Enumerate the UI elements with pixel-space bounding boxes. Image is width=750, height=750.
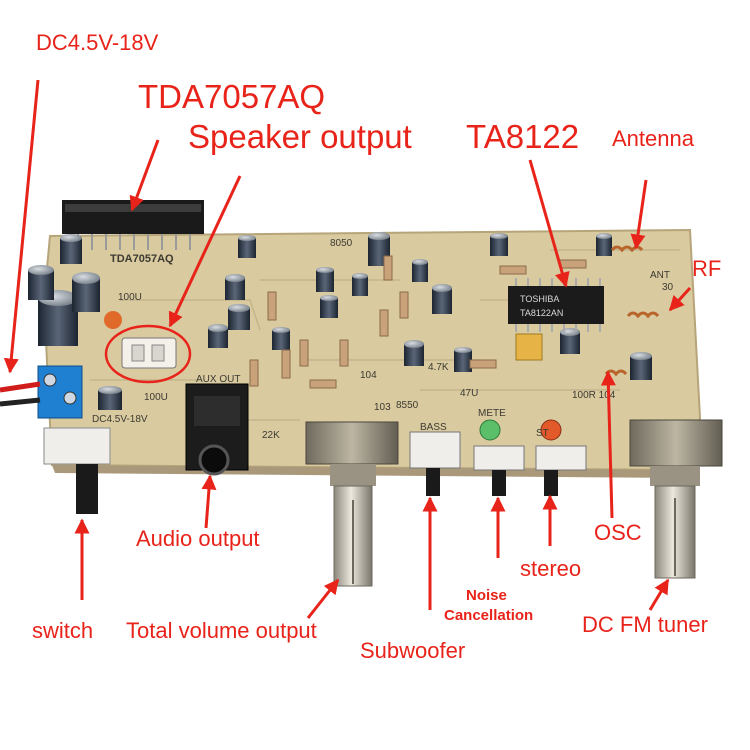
silk-100r: 100R 104 (572, 390, 616, 401)
label-stereo: stereo (520, 556, 582, 581)
tuner-pot (629, 419, 723, 579)
label-power: DC4.5V-18V (36, 30, 159, 55)
silk-4.7k: 4.7K (428, 362, 449, 373)
label-noise: Noise (466, 587, 507, 604)
label-rf: RF (692, 256, 722, 281)
arrow-power (3, 79, 40, 374)
silk-dc: DC4.5V-18V (92, 414, 148, 425)
arrow-rf (668, 286, 692, 312)
label-switch: switch (32, 618, 94, 643)
label-audio-output: Audio output (136, 526, 260, 551)
power-terminal (0, 365, 83, 419)
led-green (479, 419, 501, 441)
arrow-tuner (648, 578, 670, 611)
silk-100u-b: 100U (144, 392, 168, 403)
silk-103: 103 (374, 402, 391, 413)
arrow-osc (600, 370, 616, 519)
silk-8550: 8550 (396, 400, 419, 411)
silk-ant: ANT (650, 270, 670, 281)
speaker-highlight (104, 324, 192, 384)
label-speaker-output: Speaker output (188, 118, 412, 155)
silk-30: 30 (662, 282, 674, 293)
annotation-arrows (3, 79, 692, 619)
arrow-speaker (168, 175, 242, 328)
label-radio-chip: TA8122 (466, 118, 580, 155)
label-osc: OSC (594, 520, 642, 545)
arrow-audio (201, 474, 217, 529)
speaker-connector (121, 337, 177, 369)
volume-pot (305, 421, 399, 587)
silk-aux-out: AUX OUT (196, 374, 240, 385)
label-tuner: DC FM tuner (582, 612, 708, 637)
push-buttons (409, 431, 587, 496)
label-total-volume: Total volume output (126, 618, 317, 643)
silk-8050: 8050 (330, 238, 353, 249)
silk-47u: 47U (460, 388, 478, 399)
arrow-volume (306, 578, 340, 619)
silk-radio-chip-2: TA8122AN (520, 308, 563, 318)
resistors (249, 255, 587, 389)
led-orange (104, 311, 122, 329)
ceramic-filter (515, 333, 543, 361)
silkscreen: TDA7057AQ TOSHIBA TA8122AN AUX OUT DC4.5… (92, 238, 674, 441)
slide-switch (43, 427, 111, 514)
led-red (540, 419, 562, 441)
silk-104: 104 (360, 370, 377, 381)
silk-22k: 22K (262, 430, 280, 441)
label-amp-chip: TDA7057AQ (138, 78, 326, 115)
label-antenna: Antenna (612, 126, 694, 151)
radio-ic (508, 278, 604, 332)
silk-mete: METE (478, 408, 506, 419)
silk-amp-chip: TDA7057AQ (110, 253, 174, 265)
silk-100u-a: 100U (118, 292, 142, 303)
silk-st: ST (536, 428, 549, 439)
silk-radio-chip-1: TOSHIBA (520, 294, 559, 304)
label-cancellation: Cancellation (444, 607, 534, 624)
label-subwoofer: Subwoofer (360, 638, 466, 663)
arrow-amp (129, 139, 160, 212)
arrow-radio-ic (528, 159, 570, 288)
capacitors (28, 232, 652, 410)
silk-bass: BASS (420, 422, 447, 433)
audio-jack (185, 383, 249, 476)
arrow-antenna (630, 179, 648, 250)
